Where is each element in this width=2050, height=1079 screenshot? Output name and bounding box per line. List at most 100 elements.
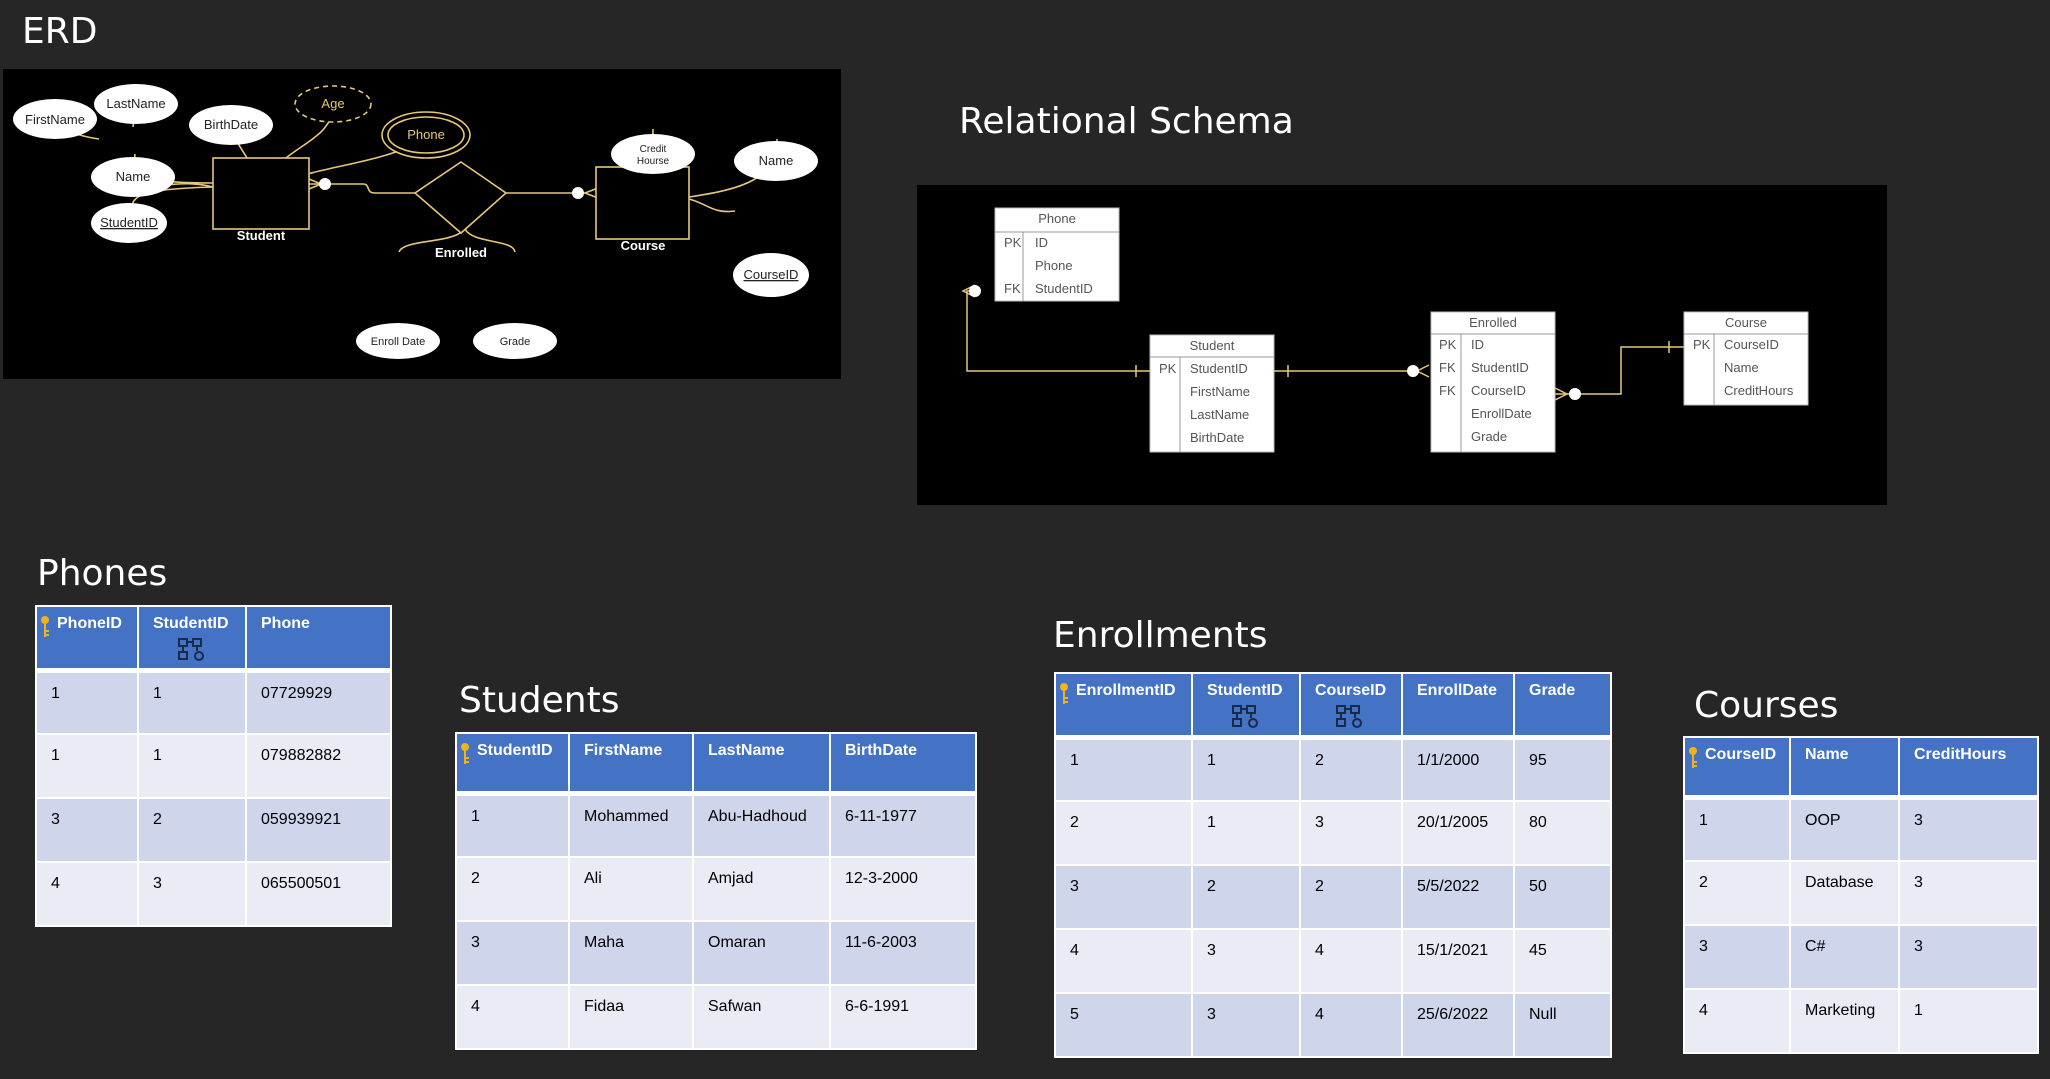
table-cell: Fidaa — [568, 984, 694, 1050]
schema-enrolled-field: Grade — [1471, 429, 1507, 444]
table-cell: 1 — [1191, 736, 1301, 802]
table-cell: 3 — [1299, 800, 1403, 866]
table-header-row: PhoneID StudentID Phone — [35, 605, 392, 673]
attr-studentid-label: StudentID — [100, 215, 158, 230]
table-cell: 5/5/2022 — [1401, 864, 1515, 930]
table-header-row: StudentID FirstName LastName BirthDate — [455, 732, 977, 796]
table-cell: 11-6-2003 — [829, 920, 977, 986]
table-cell: Ali — [568, 856, 694, 922]
attr-phone-label: Phone — [407, 127, 445, 142]
column-header: EnrollmentID — [1054, 672, 1193, 740]
enrollments-table: EnrollmentID StudentID CourseID EnrollDa… — [1054, 672, 1612, 1058]
schema-phone-field: StudentID — [1035, 281, 1093, 296]
column-header-label: CourseID — [1315, 682, 1387, 699]
column-header: CreditHours — [1898, 736, 2039, 800]
table-cell: Database — [1789, 860, 1900, 926]
schema-enrolled-title: Enrolled — [1469, 315, 1517, 330]
table-cell: 6-11-1977 — [829, 792, 977, 858]
table-cell: 4 — [455, 984, 570, 1050]
table-cell: 3 — [35, 797, 139, 863]
table-cell: 3 — [1898, 796, 2039, 862]
table-cell: 059939921 — [245, 797, 392, 863]
table-cell: Safwan — [692, 984, 831, 1050]
column-header-label: BirthDate — [845, 742, 918, 759]
column-header: Grade — [1513, 672, 1612, 740]
students-heading: Students — [459, 680, 620, 721]
schema-student-field: FirstName — [1190, 384, 1250, 399]
column-header: EnrollDate — [1401, 672, 1515, 740]
column-header-label: Grade — [1529, 682, 1576, 699]
column-header: StudentID — [1191, 672, 1301, 740]
table-cell: 50 — [1513, 864, 1612, 930]
table-cell: 1 — [455, 792, 570, 858]
table-cell: 079882882 — [245, 733, 392, 799]
table-cell: 3 — [1191, 992, 1301, 1058]
column-header-label: StudentID — [477, 742, 553, 759]
schema-course-key: PK — [1693, 337, 1711, 352]
students-table: StudentID FirstName LastName BirthDate 1… — [455, 732, 977, 1050]
column-header-label: PhoneID — [57, 615, 122, 632]
table-cell: Abu-Hadhoud — [692, 792, 831, 858]
table-cell: 1 — [1191, 800, 1301, 866]
foreign-key-icon — [1232, 705, 1258, 728]
column-header-label: CreditHours — [1914, 746, 2007, 763]
table-cell: 1 — [1683, 796, 1791, 862]
schema-enrolled-field: CourseID — [1471, 383, 1526, 398]
table-cell: 1 — [35, 733, 139, 799]
phones-heading: Phones — [37, 553, 168, 594]
table-cell: 1 — [137, 733, 247, 799]
erd-heading: ERD — [22, 11, 98, 52]
table-cell: 1/1/2000 — [1401, 736, 1515, 802]
schema-course-title: Course — [1725, 315, 1767, 330]
table-cell: C# — [1789, 924, 1900, 990]
schema-canvas: Phone PK ID Phone FK StudentID Student P… — [961, 207, 1809, 453]
column-header: CourseID — [1299, 672, 1403, 740]
attr-courseid-label: CourseID — [744, 267, 799, 282]
table-header-row: EnrollmentID StudentID CourseID EnrollDa… — [1054, 672, 1612, 740]
table-cell: OOP — [1789, 796, 1900, 862]
schema-enrolled-key: FK — [1439, 383, 1456, 398]
schema-student-title: Student — [1190, 338, 1235, 353]
column-header: StudentID — [455, 732, 570, 796]
column-header-label: FirstName — [584, 742, 663, 759]
column-header-label: StudentID — [153, 615, 229, 632]
schema-student-field: BirthDate — [1190, 430, 1244, 445]
schema-phone-field: ID — [1035, 235, 1048, 250]
table-cell: 12-3-2000 — [829, 856, 977, 922]
table-cell: 4 — [1683, 988, 1791, 1054]
attr-birthdate-label: BirthDate — [204, 117, 258, 132]
attr-firstname-label: FirstName — [25, 112, 85, 127]
table-cell: 1 — [1898, 988, 2039, 1054]
erd-canvas: FirstName LastName BirthDate Name Studen… — [13, 84, 818, 359]
table-cell: 6-6-1991 — [829, 984, 977, 1050]
table-cell: 3 — [1898, 924, 2039, 990]
column-header-label: CourseID — [1705, 746, 1777, 763]
erd-diagram: FirstName LastName BirthDate Name Studen… — [3, 69, 841, 379]
schema-student-field: StudentID — [1190, 361, 1248, 376]
table-cell: Null — [1513, 992, 1612, 1058]
schema-course-field: CreditHours — [1724, 383, 1794, 398]
column-header-label: EnrollDate — [1417, 682, 1498, 699]
table-cell: 25/6/2022 — [1401, 992, 1515, 1058]
table-cell: 2 — [1299, 736, 1403, 802]
table-cell: 2 — [1054, 800, 1193, 866]
attr-course-name-label: Name — [759, 153, 794, 168]
column-header: Phone — [245, 605, 392, 673]
column-header-label: Phone — [261, 615, 310, 632]
column-header: StudentID — [137, 605, 247, 673]
column-header: FirstName — [568, 732, 694, 796]
attr-name-label: Name — [116, 169, 151, 184]
table-cell: 3 — [137, 861, 247, 927]
column-header-label: Name — [1805, 746, 1849, 763]
table-cell: 45 — [1513, 928, 1612, 994]
column-header: Name — [1789, 736, 1900, 800]
